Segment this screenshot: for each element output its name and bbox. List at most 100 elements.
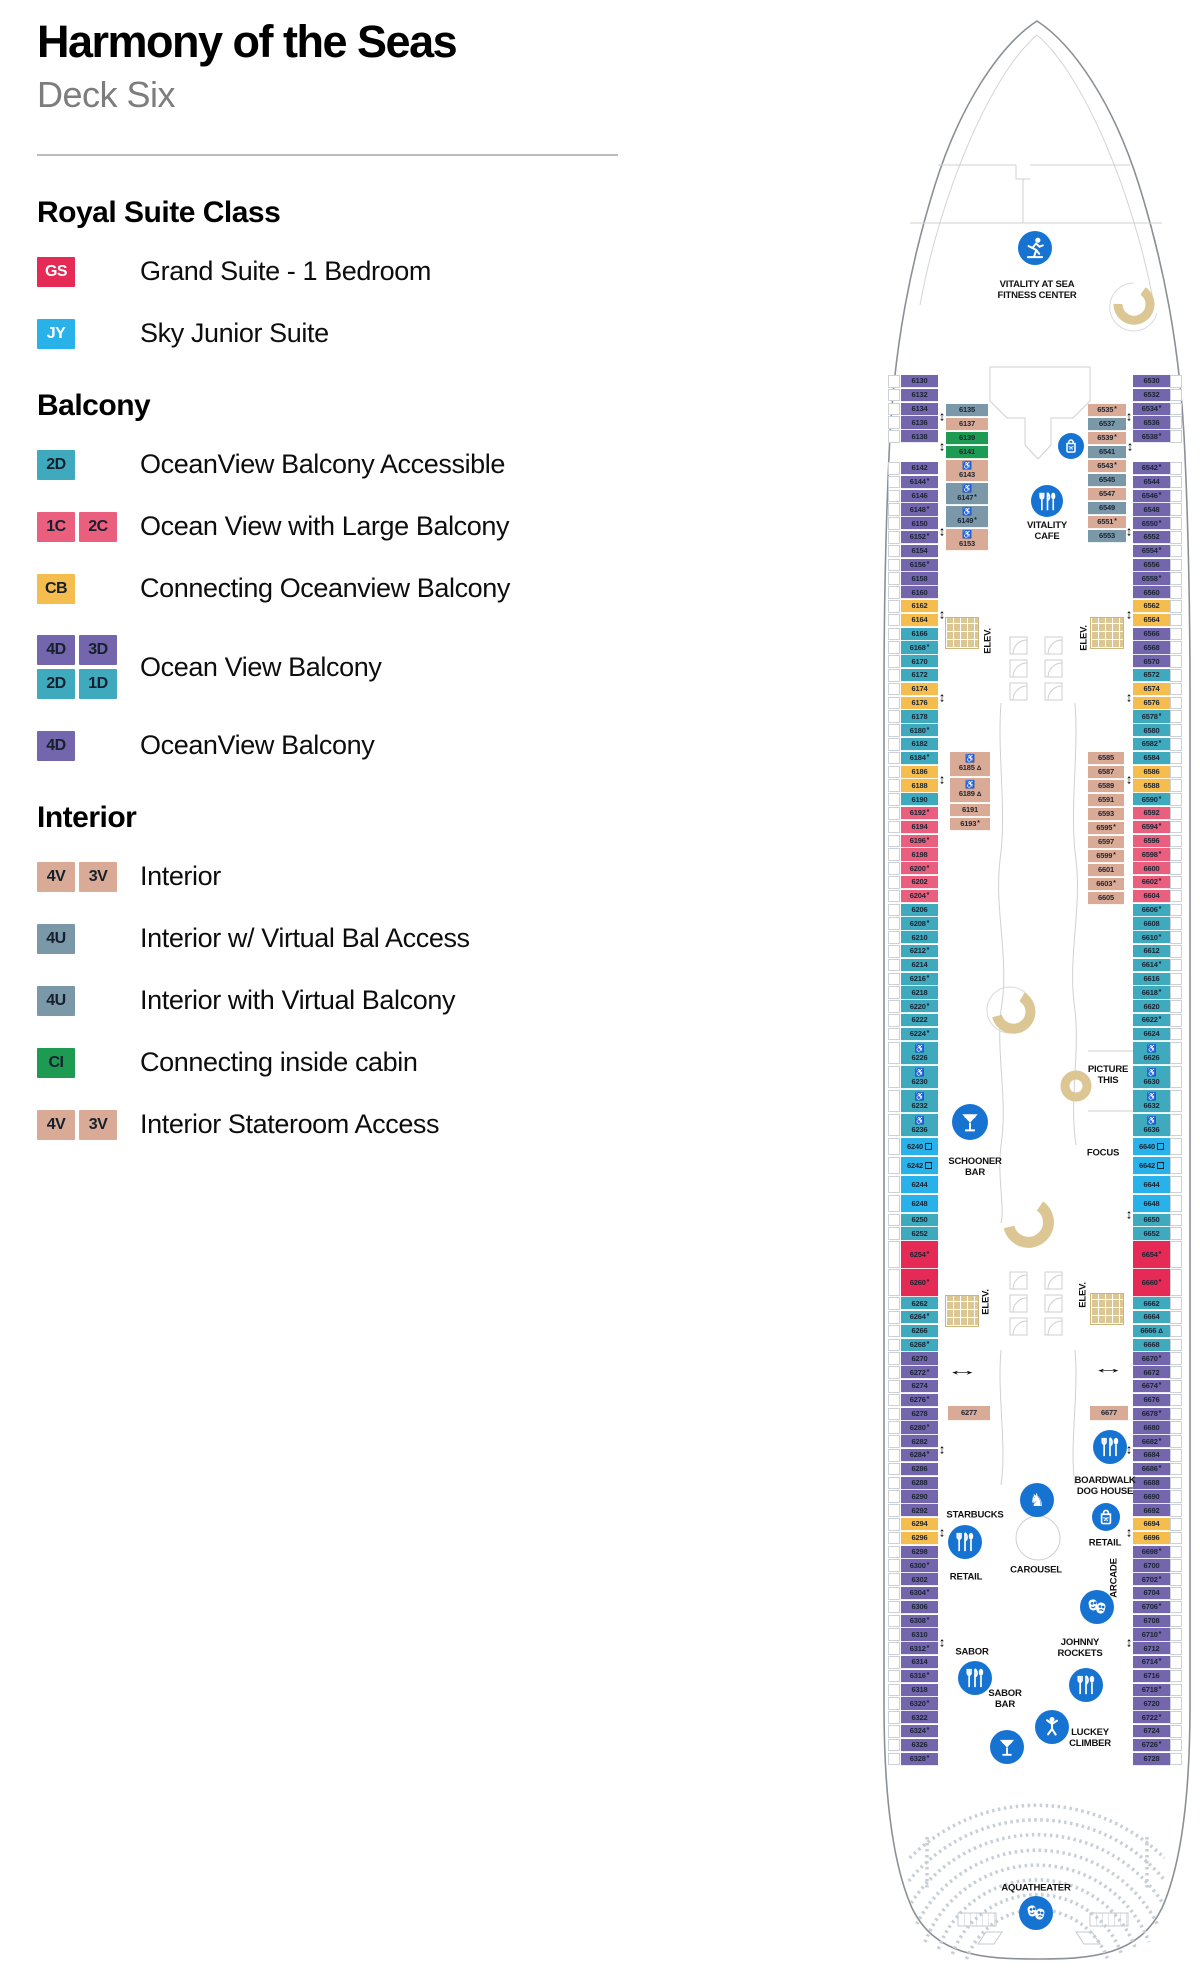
cabin-6670[interactable]: 6670*	[1133, 1352, 1170, 1366]
cabin-6578[interactable]: 6578*	[1133, 710, 1170, 724]
cabin-6252[interactable]: 6252	[901, 1227, 938, 1241]
cabin-6248[interactable]: 6248	[901, 1194, 938, 1213]
cabin-6704[interactable]: 6704	[1133, 1587, 1170, 1601]
cabin-6308[interactable]: 6308*	[901, 1614, 938, 1628]
cabin-6193[interactable]: 6193*	[950, 818, 990, 832]
cabin-6608[interactable]: 6608	[1133, 917, 1170, 931]
cabin-6724[interactable]: 6724	[1133, 1725, 1170, 1739]
cabin-6682[interactable]: 6682*	[1133, 1435, 1170, 1449]
cabin-6137[interactable]: 6137	[946, 418, 988, 432]
cabin-6198[interactable]: 6198	[901, 848, 938, 862]
cabin-6212[interactable]: 6212*	[901, 945, 938, 959]
cabin-6135[interactable]: 6135	[946, 404, 988, 418]
cabin-6654[interactable]: 6654*	[1133, 1241, 1170, 1269]
cabin-6632[interactable]: ♿6632	[1133, 1089, 1170, 1113]
cabin-6532[interactable]: 6532	[1133, 388, 1170, 402]
cabin-6688[interactable]: 6688	[1133, 1476, 1170, 1490]
cabin-6296[interactable]: 6296	[901, 1531, 938, 1545]
cabin-6716[interactable]: 6716	[1133, 1669, 1170, 1683]
cabin-6156[interactable]: 6156*	[901, 558, 938, 572]
cabin-6686[interactable]: 6686*	[1133, 1462, 1170, 1476]
cabin-6676[interactable]: 6676	[1133, 1393, 1170, 1407]
cabin-6570[interactable]: 6570	[1133, 655, 1170, 669]
cabin-6138[interactable]: 6138	[901, 430, 938, 444]
cabin-6148[interactable]: 6148*	[901, 503, 938, 517]
cabin-6536[interactable]: 6536	[1133, 416, 1170, 430]
cabin-6210[interactable]: 6210	[901, 931, 938, 945]
cabin-6190[interactable]: 6190	[901, 793, 938, 807]
cabin-6302[interactable]: 6302	[901, 1573, 938, 1587]
cabin-6158[interactable]: 6158	[901, 572, 938, 586]
cabin-6192[interactable]: 6192*	[901, 807, 938, 821]
cabin-6306[interactable]: 6306	[901, 1600, 938, 1614]
cabin-6180[interactable]: 6180*	[901, 724, 938, 738]
cabin-6614[interactable]: 6614*	[1133, 958, 1170, 972]
cabin-6264[interactable]: 6264*	[901, 1311, 938, 1325]
cabin-6696[interactable]: 6696	[1133, 1531, 1170, 1545]
cabin-6726[interactable]: 6726*	[1133, 1738, 1170, 1752]
cabin-6589[interactable]: 6589	[1088, 780, 1124, 794]
cabin-6714[interactable]: 6714*	[1133, 1656, 1170, 1670]
cabin-6326[interactable]: 6326	[901, 1738, 938, 1752]
cabin-6236[interactable]: ♿6236	[901, 1113, 938, 1137]
cabin-6694[interactable]: 6694	[1133, 1518, 1170, 1532]
cabin-6149[interactable]: ♿6149*	[946, 506, 988, 529]
cabin-6328[interactable]: 6328*	[901, 1752, 938, 1766]
cabin-6644[interactable]: 6644	[1133, 1175, 1170, 1194]
cabin-6178[interactable]: 6178	[901, 710, 938, 724]
cabin-6277[interactable]: 6277	[948, 1406, 990, 1422]
cabin-6224[interactable]: 6224*	[901, 1027, 938, 1041]
cabin-6668[interactable]: 6668	[1133, 1338, 1170, 1352]
cabin-6626[interactable]: ♿6626	[1133, 1041, 1170, 1065]
cabin-6272[interactable]: 6272*	[901, 1366, 938, 1380]
cabin-6288[interactable]: 6288	[901, 1476, 938, 1490]
cabin-6240[interactable]: 6240	[901, 1137, 938, 1156]
cabin-6318[interactable]: 6318	[901, 1683, 938, 1697]
cabin-6549[interactable]: 6549	[1088, 502, 1126, 516]
cabin-6684[interactable]: 6684	[1133, 1449, 1170, 1463]
cabin-6214[interactable]: 6214	[901, 958, 938, 972]
cabin-6292[interactable]: 6292	[901, 1504, 938, 1518]
cabin-6566[interactable]: 6566	[1133, 627, 1170, 641]
cabin-6206[interactable]: 6206	[901, 903, 938, 917]
cabin-6680[interactable]: 6680	[1133, 1421, 1170, 1435]
cabin-6537[interactable]: 6537	[1088, 418, 1126, 432]
cabin-6718[interactable]: 6718*	[1133, 1683, 1170, 1697]
cabin-6304[interactable]: 6304*	[901, 1587, 938, 1601]
cabin-6598[interactable]: 6598*	[1133, 848, 1170, 862]
cabin-6286[interactable]: 6286	[901, 1462, 938, 1476]
cabin-6144[interactable]: 6144*	[901, 475, 938, 489]
cabin-6282[interactable]: 6282	[901, 1435, 938, 1449]
cabin-6216[interactable]: 6216*	[901, 972, 938, 986]
cabin-6132[interactable]: 6132	[901, 388, 938, 402]
cabin-6558[interactable]: 6558*	[1133, 572, 1170, 586]
cabin-6562[interactable]: 6562	[1133, 600, 1170, 614]
cabin-6541[interactable]: 6541	[1088, 446, 1126, 460]
cabin-6226[interactable]: ♿6226	[901, 1041, 938, 1065]
cabin-6610[interactable]: 6610*	[1133, 931, 1170, 945]
cabin-6278[interactable]: 6278	[901, 1407, 938, 1421]
cabin-6591[interactable]: 6591	[1088, 794, 1124, 808]
cabin-6244[interactable]: 6244	[901, 1175, 938, 1194]
cabin-6588[interactable]: 6588	[1133, 779, 1170, 793]
cabin-6553[interactable]: 6553	[1088, 530, 1126, 544]
cabin-6708[interactable]: 6708	[1133, 1614, 1170, 1628]
cabin-6606[interactable]: 6606*	[1133, 903, 1170, 917]
cabin-6568[interactable]: 6568	[1133, 641, 1170, 655]
cabin-6620[interactable]: 6620	[1133, 1000, 1170, 1014]
cabin-6618[interactable]: 6618*	[1133, 986, 1170, 1000]
cabin-6603[interactable]: 6603*	[1088, 878, 1124, 892]
cabin-6636[interactable]: ♿6636	[1133, 1113, 1170, 1137]
cabin-6576[interactable]: 6576	[1133, 696, 1170, 710]
cabin-6612[interactable]: 6612	[1133, 945, 1170, 959]
cabin-6218[interactable]: 6218	[901, 986, 938, 1000]
cabin-6276[interactable]: 6276*	[901, 1393, 938, 1407]
cabin-6585[interactable]: 6585	[1088, 752, 1124, 766]
cabin-6310[interactable]: 6310	[901, 1628, 938, 1642]
cabin-6677[interactable]: 6677	[1090, 1406, 1128, 1422]
cabin-6290[interactable]: 6290	[901, 1490, 938, 1504]
cabin-6168[interactable]: 6168*	[901, 641, 938, 655]
cabin-6232[interactable]: ♿6232	[901, 1089, 938, 1113]
cabin-6191[interactable]: 6191	[950, 804, 990, 818]
cabin-6172[interactable]: 6172	[901, 669, 938, 683]
